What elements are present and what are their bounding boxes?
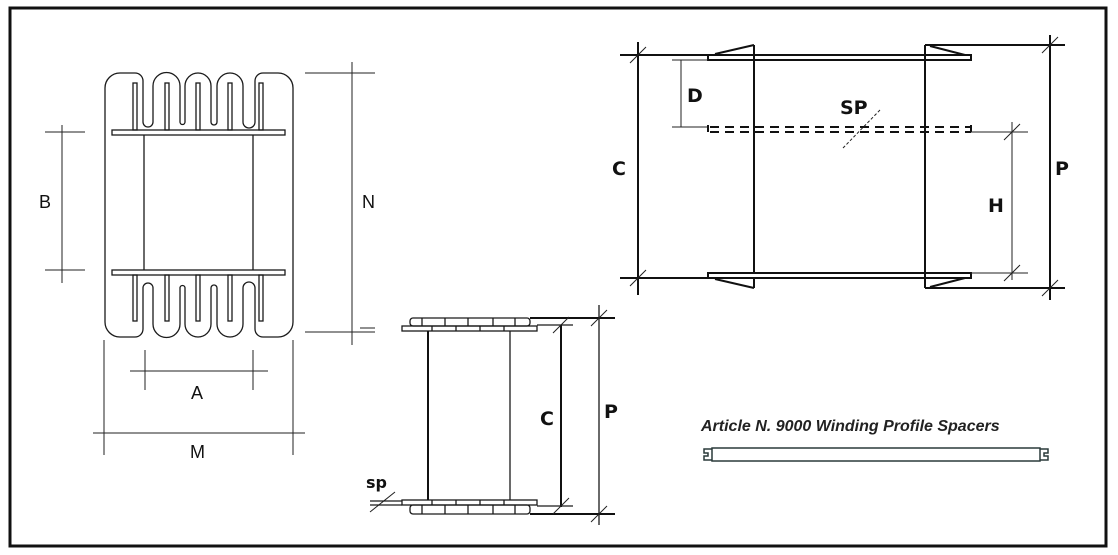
- top-plate: [401, 325, 538, 332]
- label-p: P: [1055, 158, 1069, 180]
- bottom-slots: [132, 274, 264, 322]
- bottom-flange-plate: [111, 269, 286, 276]
- dimension-b: B: [39, 125, 85, 283]
- label-d: D: [687, 85, 703, 107]
- caption: Article N. 9000 Winding Profile Spacers: [700, 418, 1000, 435]
- drawing-frame: [8, 6, 1108, 548]
- label-c: C: [612, 158, 626, 180]
- bobbin-section-view: D SP H C P: [612, 35, 1069, 300]
- label-sp-small: sp: [366, 473, 387, 492]
- bottom-spacer-layer: [409, 504, 531, 515]
- dimension-d: D: [672, 59, 708, 128]
- label-a: A: [191, 383, 203, 403]
- label-sp: SP: [840, 97, 868, 119]
- dimension-h: H: [971, 122, 1028, 280]
- top-slots: [132, 82, 264, 131]
- top-spacer-layer: [409, 317, 531, 327]
- dimension-a: A: [130, 350, 268, 403]
- winding-profile-spacer: [703, 447, 1049, 462]
- dimension-n: N: [305, 62, 375, 345]
- bobbin-front-view: B N A M: [39, 62, 375, 462]
- bottom-plate: [401, 499, 538, 506]
- label-n: N: [362, 192, 375, 212]
- bottom-plate: [707, 272, 972, 279]
- label-c-small: C: [540, 408, 554, 430]
- bobbin-outline: [104, 71, 294, 339]
- flange-wedges: [714, 44, 966, 289]
- label-h: H: [988, 195, 1004, 217]
- spacer-dashed: SP: [707, 97, 972, 149]
- label-b: B: [39, 192, 51, 212]
- dimension-m: M: [93, 340, 305, 462]
- top-flange-plate: [111, 129, 286, 136]
- label-p-small: P: [604, 401, 618, 423]
- top-plate: [707, 54, 972, 61]
- label-m: M: [190, 442, 205, 462]
- spacer-assembly-view: C P sp: [360, 305, 618, 525]
